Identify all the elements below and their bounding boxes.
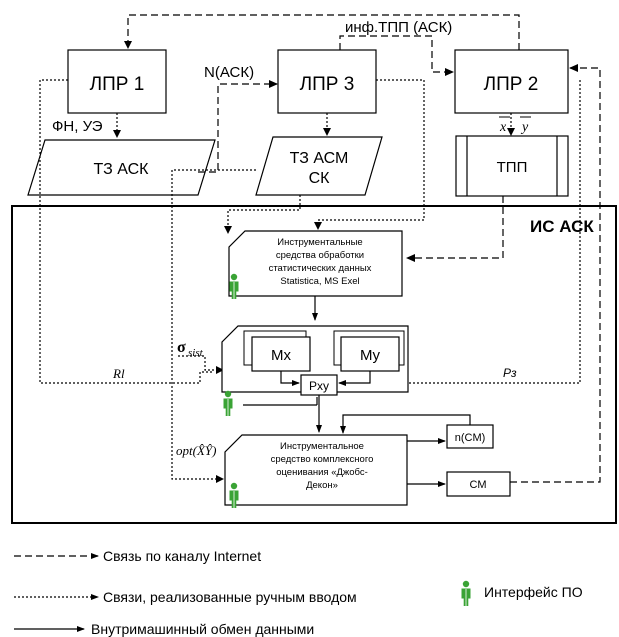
analysis-person-icon <box>223 390 233 417</box>
tz-ask-label: ТЗ АСК <box>94 161 150 178</box>
rl-label: Rl <box>112 366 125 381</box>
cm-label: CM <box>469 479 486 491</box>
stat-tool-line-1: Инструментальные <box>277 237 362 248</box>
legend-interface-text: Интерфейс ПО <box>484 584 583 600</box>
x-label: x <box>499 120 507 135</box>
legend-internal-text: Внутримашинный обмен данными <box>91 621 314 637</box>
my-label: My <box>360 347 380 364</box>
tpp-label: ТПП <box>497 159 528 176</box>
pxy-label: Pxy <box>309 379 329 393</box>
mx-box <box>251 336 311 372</box>
cm-box <box>446 471 511 497</box>
legend-manual-text: Связи, реализованные ручным вводом <box>103 589 357 605</box>
n-cm-label: n(CM) <box>455 432 486 444</box>
eval-tool-line-2: средство комплексного <box>271 454 374 465</box>
tz-asm-label-2: СК <box>309 170 331 187</box>
stat-tool-line-2: средства обработки <box>276 250 364 261</box>
is-ask-label: ИС АСК <box>530 217 594 236</box>
tpp-box <box>455 135 569 197</box>
tz-asm-label-1: ТЗ АСМ <box>290 150 349 167</box>
lpr3-box <box>277 49 377 114</box>
eval-tool-line-1: Инструментальное <box>280 441 364 452</box>
stat-tool-line-4: Statistica, MS Exel <box>280 276 359 287</box>
tz-asm-shape <box>255 136 383 196</box>
legend-person-icon <box>461 580 471 607</box>
n-ask-label: N(АСК) <box>204 64 254 81</box>
stat-tool-line-3: статистических данных <box>269 263 372 274</box>
lpr2-box <box>454 49 569 114</box>
tz-ask-shape <box>27 139 216 196</box>
lpr2-label: ЛПР 2 <box>484 74 539 95</box>
y-label: y <box>520 120 529 135</box>
eval-tool-shape <box>224 434 408 506</box>
sigma-label: σ <box>177 339 186 356</box>
lpr1-label: ЛПР 1 <box>90 74 145 95</box>
eval-tool-line-4: Декон» <box>306 480 338 491</box>
legend-internet-text: Связь по каналу Internet <box>103 548 261 564</box>
inf-tpp-label: инф.ТПП (АСК) <box>345 19 452 36</box>
opt-label: opt(X̂Ŷ) <box>176 443 216 458</box>
sigma-subscript: sist <box>188 347 204 359</box>
lpr3-label: ЛПР 3 <box>300 74 355 95</box>
eval-tool-line-3: оценивания «Джобс- <box>276 467 368 478</box>
my-box <box>340 336 400 372</box>
is-ask-frame <box>11 205 617 524</box>
mx-label: Mx <box>271 347 291 364</box>
pz-label: Pз <box>503 366 517 380</box>
lpr1-box <box>67 49 167 114</box>
fn-ue-label: ФН, УЭ <box>52 118 103 135</box>
